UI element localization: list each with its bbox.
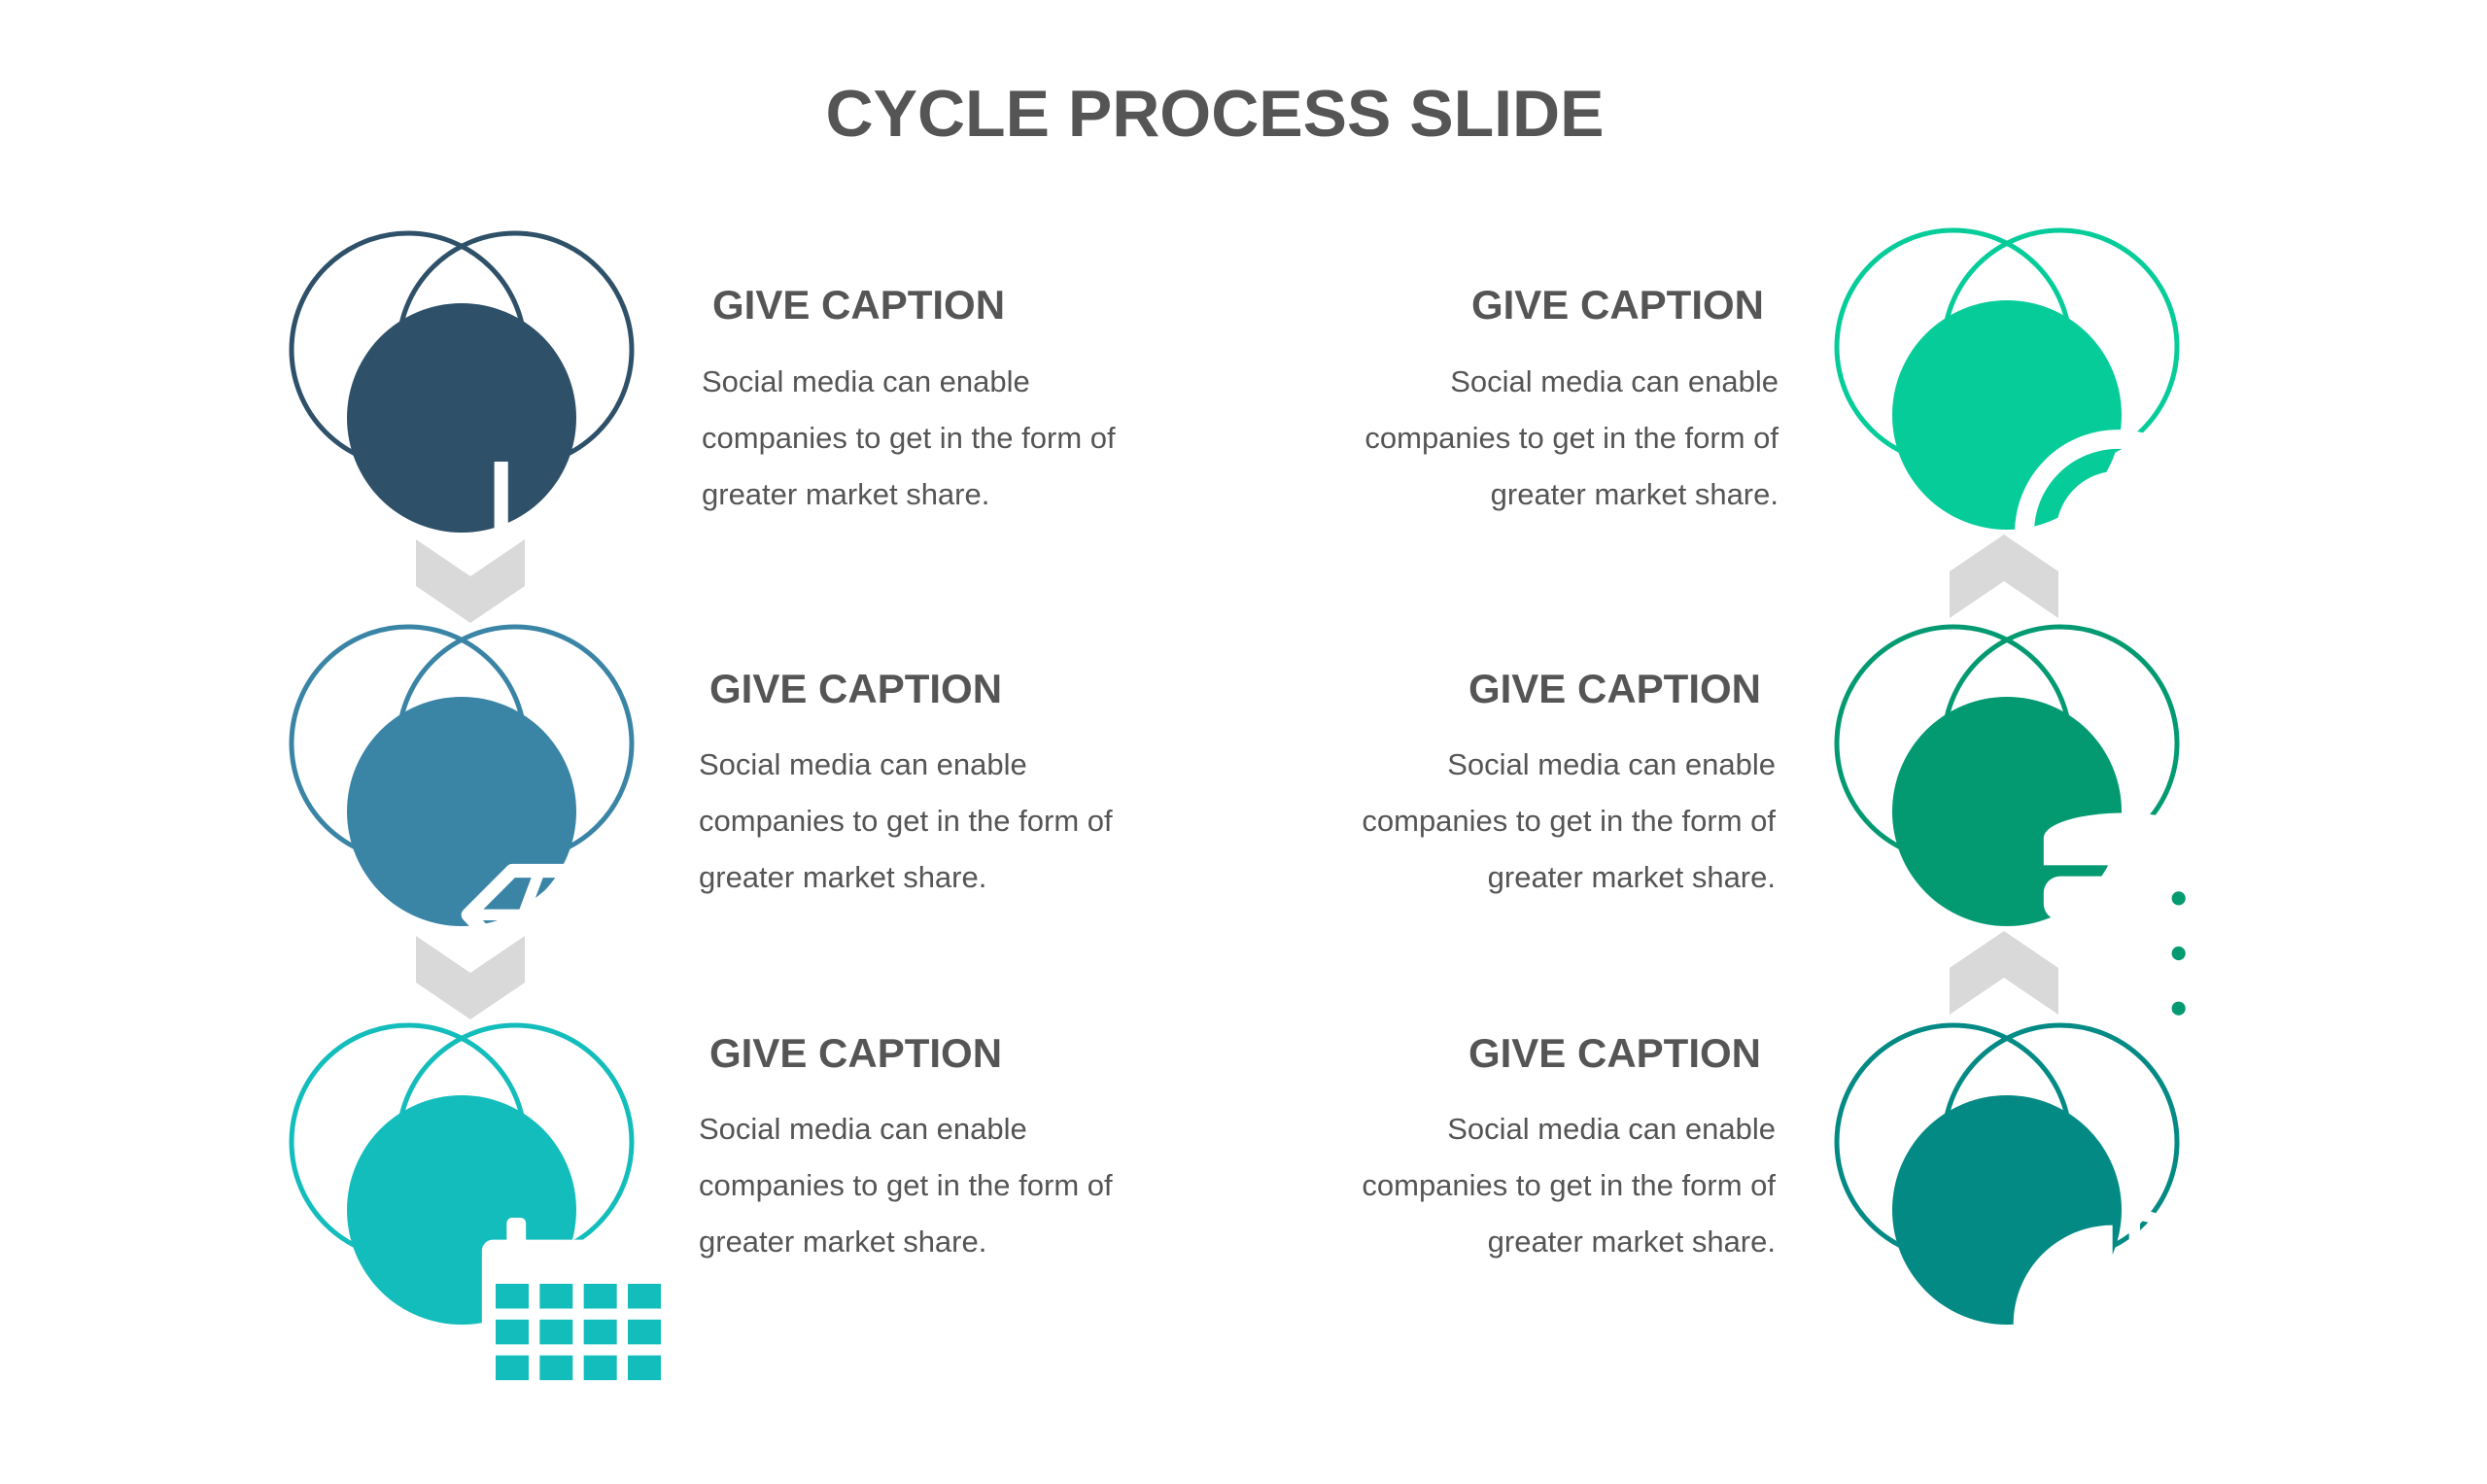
step-description: Social media can enable companies to get… xyxy=(699,1101,1204,1270)
chevron-up-icon xyxy=(1950,931,2058,1015)
cycle-node-2 xyxy=(287,622,696,1038)
description-line: Social media can enable xyxy=(699,747,1027,781)
database-icon xyxy=(1949,755,2204,1031)
chevron-down-icon xyxy=(416,539,525,623)
description-line: companies to get in the form of xyxy=(699,804,1113,838)
description-line: greater market share. xyxy=(699,1225,987,1259)
description-line: Social media can enable xyxy=(1447,747,1776,781)
chevron-down-icon xyxy=(416,936,525,1019)
step-description: Social media can enable companies to get… xyxy=(702,354,1207,523)
diamond-icon xyxy=(403,755,696,1038)
pie-chart-icon xyxy=(1949,1154,2229,1424)
chevron-up-icon xyxy=(1950,535,2058,618)
cycle-node-5 xyxy=(1832,622,2204,1031)
cycle-node-3 xyxy=(287,1020,675,1411)
description-line: Social media can enable xyxy=(1450,364,1779,398)
slide: CYCLE PROCESS SLIDE GIVE CAPTION Social … xyxy=(287,77,2229,1424)
description-line: greater market share. xyxy=(1487,1225,1776,1259)
target-icon xyxy=(1949,357,2223,637)
description-line: greater market share. xyxy=(1487,860,1776,894)
description-line: companies to get in the form of xyxy=(699,1168,1113,1202)
slide-title: CYCLE PROCESS SLIDE xyxy=(825,77,1605,151)
calendar-icon xyxy=(403,1152,675,1411)
step-caption: GIVE CAPTION xyxy=(1470,282,1764,328)
step-description: Social media can enable companies to get… xyxy=(1270,737,1776,906)
description-line: greater market share. xyxy=(1490,477,1779,511)
description-line: Social media can enable xyxy=(702,364,1030,398)
description-line: companies to get in the form of xyxy=(1362,1168,1776,1202)
step-caption: GIVE CAPTION xyxy=(1468,666,1761,711)
step-description: Social media can enable companies to get… xyxy=(1273,354,1779,523)
venn-rings-1 xyxy=(289,230,635,533)
description-line: Social media can enable xyxy=(699,1112,1027,1146)
bar-chart-icon xyxy=(403,379,677,635)
step-caption: GIVE CAPTION xyxy=(709,1030,1003,1076)
description-line: greater market share. xyxy=(702,477,990,511)
step-caption: GIVE CAPTION xyxy=(709,666,1003,711)
step-caption: GIVE CAPTION xyxy=(712,282,1006,328)
step-description: Social media can enable companies to get… xyxy=(699,737,1204,906)
step-caption: GIVE CAPTION xyxy=(1468,1030,1761,1076)
description-line: greater market share. xyxy=(699,860,987,894)
step-description: Social media can enable companies to get… xyxy=(1270,1101,1776,1270)
venn-rings-5 xyxy=(1834,624,2180,926)
cycle-node-4 xyxy=(1832,225,2223,637)
cycle-node-6 xyxy=(1832,1020,2229,1424)
description-line: companies to get in the form of xyxy=(702,421,1116,455)
description-line: Social media can enable xyxy=(1447,1112,1776,1146)
cycle-node-1 xyxy=(287,228,677,635)
description-line: companies to get in the form of xyxy=(1364,421,1779,455)
description-line: companies to get in the form of xyxy=(1362,804,1776,838)
